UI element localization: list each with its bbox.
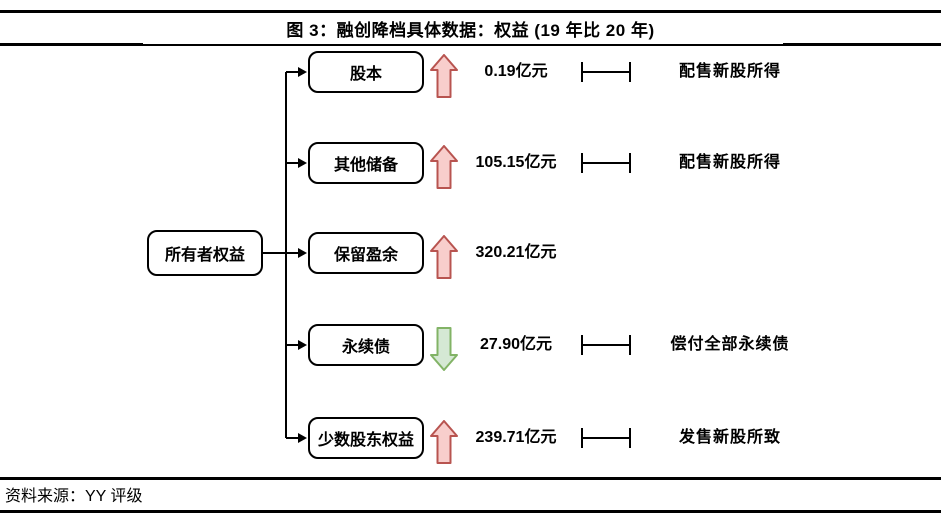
change-note: 配售新股所得 xyxy=(678,154,781,171)
node-label: 股本 xyxy=(349,66,382,83)
figure-title: 图 3：融创降档具体数据：权益 (19 年比 20 年) xyxy=(286,21,655,40)
change-value: 239.71亿元 xyxy=(475,429,557,446)
change-value: 27.90亿元 xyxy=(479,336,553,353)
node-box: 股本 xyxy=(308,51,424,93)
change-arrow-icon xyxy=(430,235,458,279)
change-note: 偿付全部永续债 xyxy=(670,336,790,353)
title-underline-right-segment xyxy=(783,43,941,46)
change-note: 配售新股所得 xyxy=(678,63,781,80)
node-box: 少数股东权益 xyxy=(308,417,424,459)
change-note: 发售新股所致 xyxy=(678,429,781,446)
change-arrow-icon xyxy=(430,145,458,189)
node-box: 其他储备 xyxy=(308,142,424,184)
interval-bracket-icon xyxy=(581,62,631,82)
change-arrow-icon xyxy=(430,327,458,371)
connector-lines xyxy=(263,67,307,443)
parent-node-box: 所有者权益 xyxy=(147,230,263,276)
node-label: 永续债 xyxy=(341,339,390,356)
title-underline xyxy=(0,44,941,46)
source-rule-bottom xyxy=(0,510,941,513)
source-rule-top xyxy=(0,477,941,480)
interval-bracket-icon xyxy=(581,428,631,448)
title-underline-left-segment xyxy=(0,43,143,46)
change-arrow-icon xyxy=(430,420,458,464)
change-arrow-icon xyxy=(430,54,458,98)
top-rule xyxy=(0,10,941,13)
interval-bracket-icon xyxy=(581,335,631,355)
change-value: 105.15亿元 xyxy=(475,154,557,171)
change-value: 320.21亿元 xyxy=(475,244,557,261)
node-label: 保留盈余 xyxy=(333,247,398,264)
parent-node-label: 所有者权益 xyxy=(164,247,245,264)
node-box: 永续债 xyxy=(308,324,424,366)
source-text: 资料来源：YY 评级 xyxy=(5,488,143,505)
equity-change-diagram: 所有者权益 股本 0.19亿元 配售新股所得 其他储备 105.15亿元 配售新… xyxy=(0,46,941,476)
interval-bracket-icon xyxy=(581,153,631,173)
node-label: 其他储备 xyxy=(333,157,398,174)
node-label: 少数股东权益 xyxy=(317,432,414,449)
change-value: 0.19亿元 xyxy=(484,63,548,80)
node-box: 保留盈余 xyxy=(308,232,424,274)
